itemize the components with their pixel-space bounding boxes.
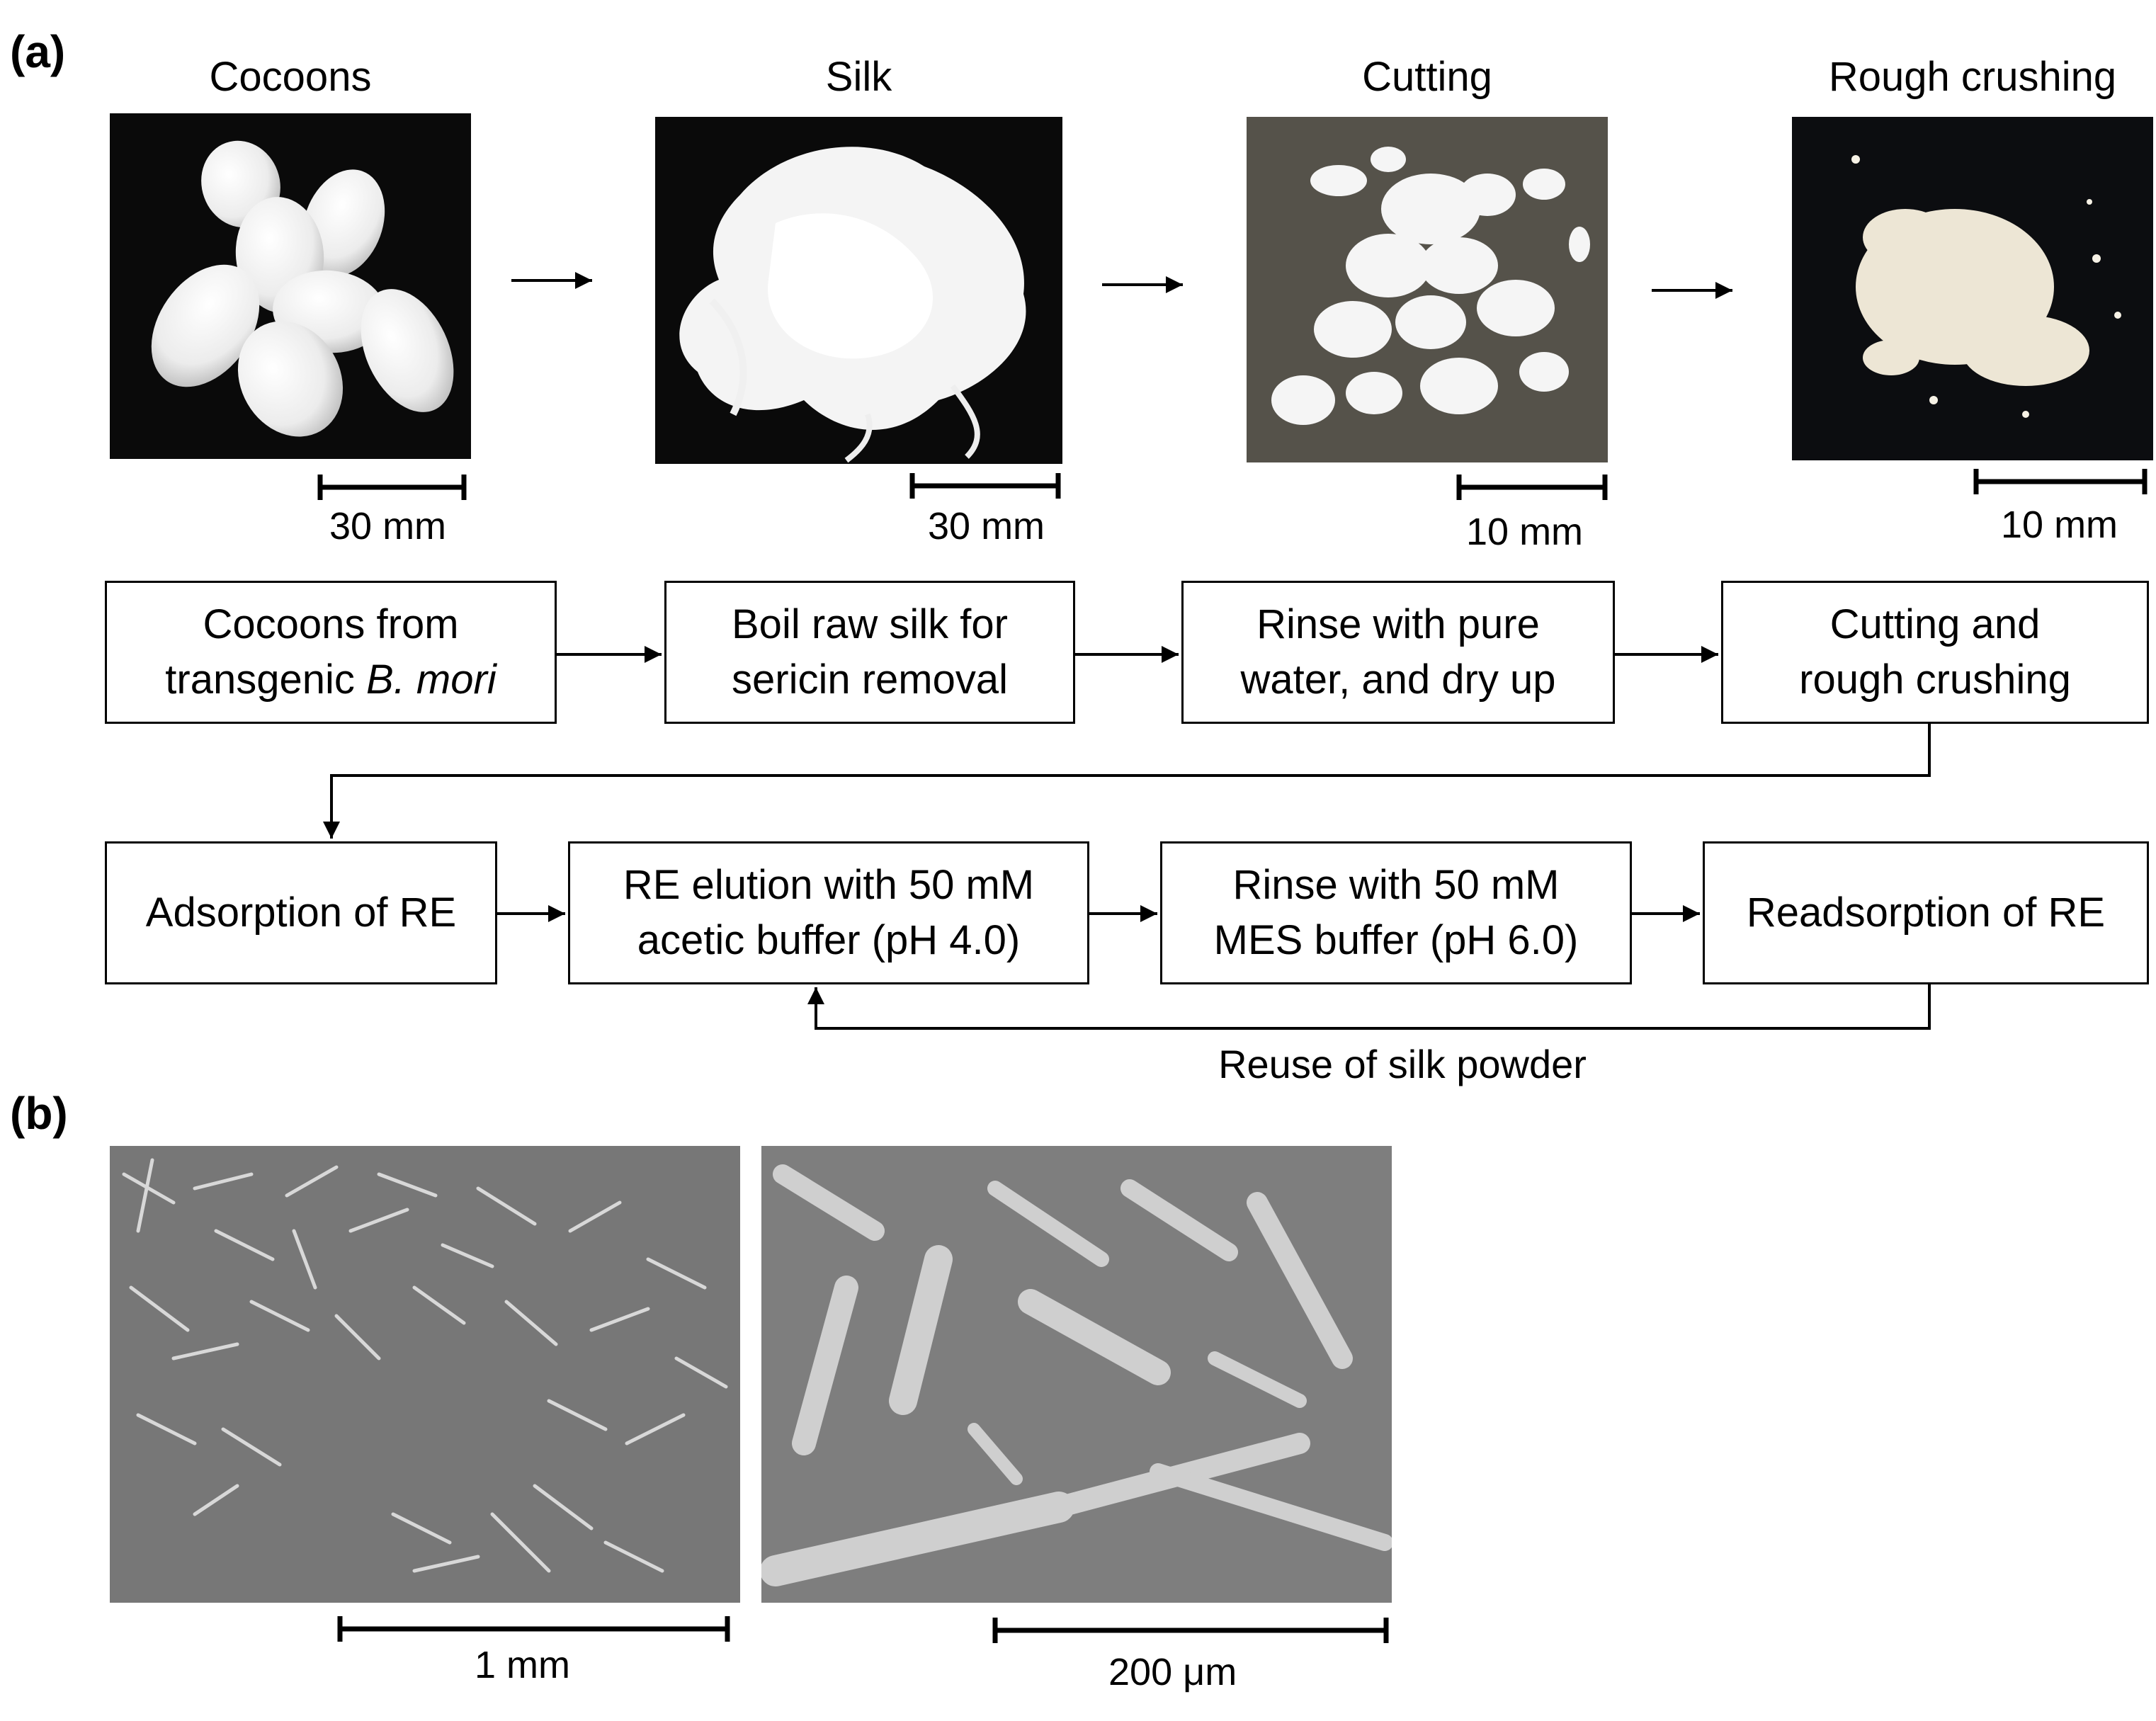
reuse-loop-arrow	[816, 984, 1929, 1028]
scale-bar-cocoons	[320, 475, 464, 500]
scale-bar-rough-crushing	[1976, 469, 2145, 494]
sem-scale-bar-200um	[995, 1618, 1386, 1643]
flow-connector-down	[331, 724, 1929, 839]
scale-bar-silk	[912, 473, 1058, 499]
sem-scale-bar-1mm	[340, 1616, 727, 1642]
scale-bar-cutting	[1459, 475, 1605, 500]
